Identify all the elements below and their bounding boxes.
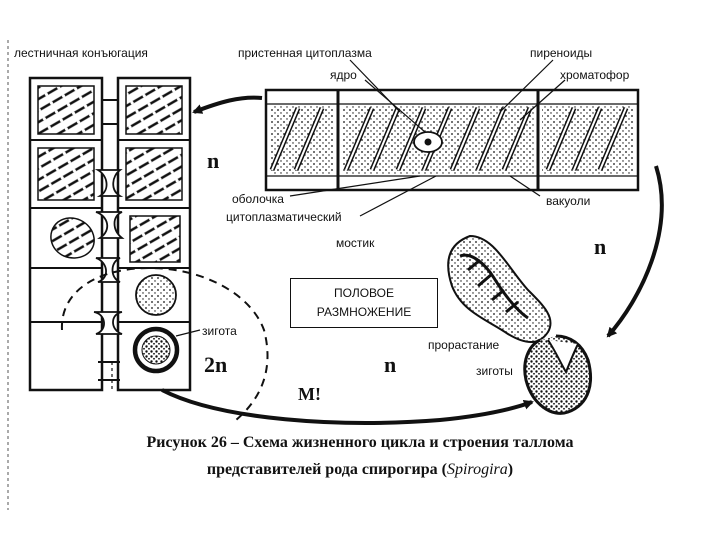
meiosis-mark: М! [298, 384, 321, 404]
label-cytoplasmic: цитоплазматический [226, 210, 342, 224]
arrow-to-conjugation [192, 95, 263, 114]
arrow-zygote-to-germination [161, 388, 534, 425]
ploidy-2n: 2n [204, 352, 228, 377]
box-line-2: РАЗМНОЖЕНИЕ [316, 305, 412, 319]
germinating-zygote-drawing [447, 234, 592, 415]
label-bridge: мостик [336, 236, 375, 250]
sexual-reproduction-box: ПОЛОВОЕ РАЗМНОЖЕНИЕ [290, 278, 438, 328]
ladder-conjugation-drawing [28, 76, 201, 392]
caption-line-1: Рисунок 26 – Схема жизненного цикла и ст… [146, 434, 574, 451]
label-parietal-cytoplasm: пристенная цитоплазма [238, 46, 372, 60]
label-membrane: оболочка [232, 192, 284, 206]
caption-line-2: представителей рода спирогира (Spirogira… [0, 461, 720, 479]
filament-section-drawing [264, 59, 640, 217]
caption-genus-name: Spirogira [446, 461, 508, 478]
label-zygotes: зиготы [476, 364, 513, 378]
label-ladder-conjugation: лестничная конъюгация [14, 46, 148, 60]
box-line-1: ПОЛОВОЕ [334, 286, 394, 300]
caption-line-2-end: ) [507, 461, 514, 478]
label-chromatophore: хроматофор [560, 68, 630, 82]
label-nucleus: ядро [330, 68, 357, 82]
label-pyrenoids: пиреноиды [530, 46, 593, 60]
ploidy-n-center: n [384, 352, 397, 377]
ploidy-n-right: n [594, 234, 607, 259]
caption-line-2-start: представителей рода спирогира ( [206, 461, 447, 478]
label-germination: прорастание [428, 338, 500, 352]
dashed-outline [60, 266, 269, 421]
label-zygote: зигота [202, 324, 237, 338]
arrow-to-germination [606, 165, 664, 338]
ploidy-n-top: n [207, 148, 220, 173]
label-vacuoles: вакуоли [546, 194, 591, 208]
